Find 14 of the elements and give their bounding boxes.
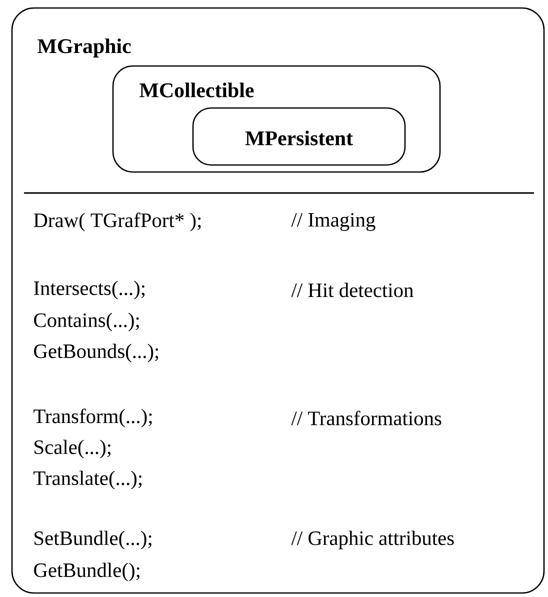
code-text: // Hit detection: [291, 282, 414, 298]
class-box: MPersistent: [192, 107, 406, 166]
code-text: // Transformations: [291, 410, 442, 426]
code-text: SetBundle(...);: [34, 530, 152, 550]
code-text: Intersects(...);: [34, 280, 144, 300]
code-text: Scale(...);: [34, 440, 110, 458]
code-text: Transform(...);: [34, 408, 152, 428]
code-text: // Graphic attributes: [291, 530, 454, 550]
code-text: GetBounds(...);: [34, 344, 158, 362]
code-text: GetBundle();: [34, 562, 140, 582]
code-text: Draw( TGrafPort* );: [34, 212, 201, 232]
code-text: Translate(...);: [34, 470, 142, 490]
code-text: Contains(...);: [34, 312, 139, 332]
code-text: // Imaging: [291, 213, 376, 231]
